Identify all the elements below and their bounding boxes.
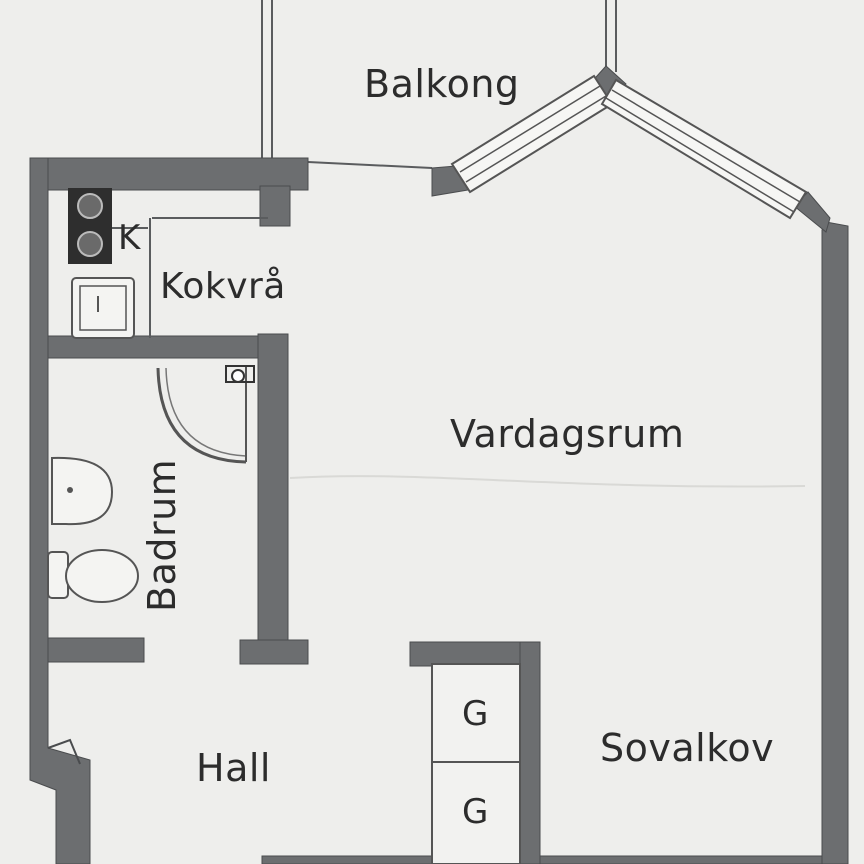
kitchenette-label: Kokvrå xyxy=(160,266,286,307)
closet-2-label: G xyxy=(462,792,489,832)
shower-icon xyxy=(156,365,255,464)
bathroom-label: Badrum xyxy=(140,458,184,612)
living-room-label: Vardagsrum xyxy=(450,412,685,456)
closets xyxy=(431,663,521,864)
stove-icon xyxy=(68,188,112,264)
hall-label: Hall xyxy=(196,746,271,790)
outer-walls xyxy=(29,65,849,864)
kitchen-symbol-label: K xyxy=(118,218,141,258)
closet-1-label: G xyxy=(462,694,489,734)
toilet-icon xyxy=(47,549,139,603)
interior-walls xyxy=(47,185,541,864)
bay-window-right xyxy=(600,78,808,220)
balcony-label: Balkong xyxy=(364,62,520,106)
balcony-railing xyxy=(261,0,617,169)
sleeping-alcove-label: Sovalkov xyxy=(600,726,775,770)
paper-crease xyxy=(289,475,806,488)
entry-opening xyxy=(47,738,81,765)
bay-window-left xyxy=(450,74,614,194)
washbasin-icon xyxy=(51,456,114,526)
kitchen-sink-icon xyxy=(71,277,135,339)
